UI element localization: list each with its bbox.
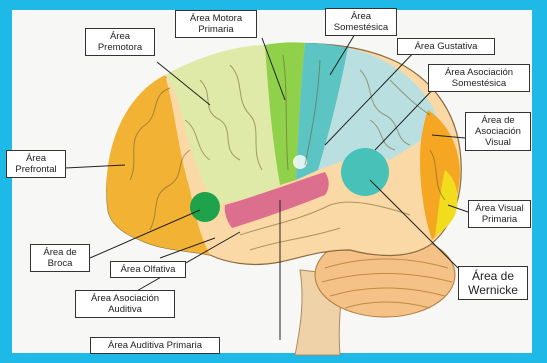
label-area-de-broca: Área de Broca	[30, 244, 90, 272]
label-area-gustativa: Área Gustativa	[397, 38, 495, 55]
label-area-premotora: Área Premotora	[85, 28, 155, 56]
region-broca	[190, 192, 220, 222]
label-area-asociacion-visual: Área de Asociación Visual	[465, 112, 531, 151]
label-area-prefrontal: Área Prefrontal	[6, 150, 66, 178]
label-area-olfativa: Área Olfativa	[110, 261, 186, 278]
region-wernicke	[341, 148, 389, 196]
label-area-auditiva-primaria: Área Auditiva Primaria	[90, 337, 220, 354]
label-area-asociacion-somestesica: Área Asociación Somestésica	[428, 64, 530, 92]
label-area-asociacion-auditiva: Área Asociación Auditiva	[75, 290, 175, 318]
label-area-de-wernicke: Área de Wernicke	[458, 266, 528, 300]
label-area-somestesica: Área Somestésica	[325, 8, 397, 36]
label-area-visual-primaria: Área Visual Primaria	[468, 200, 531, 228]
label-area-motora-primaria: Área Motora Primaria	[175, 10, 257, 38]
region-gustativa	[293, 155, 307, 169]
